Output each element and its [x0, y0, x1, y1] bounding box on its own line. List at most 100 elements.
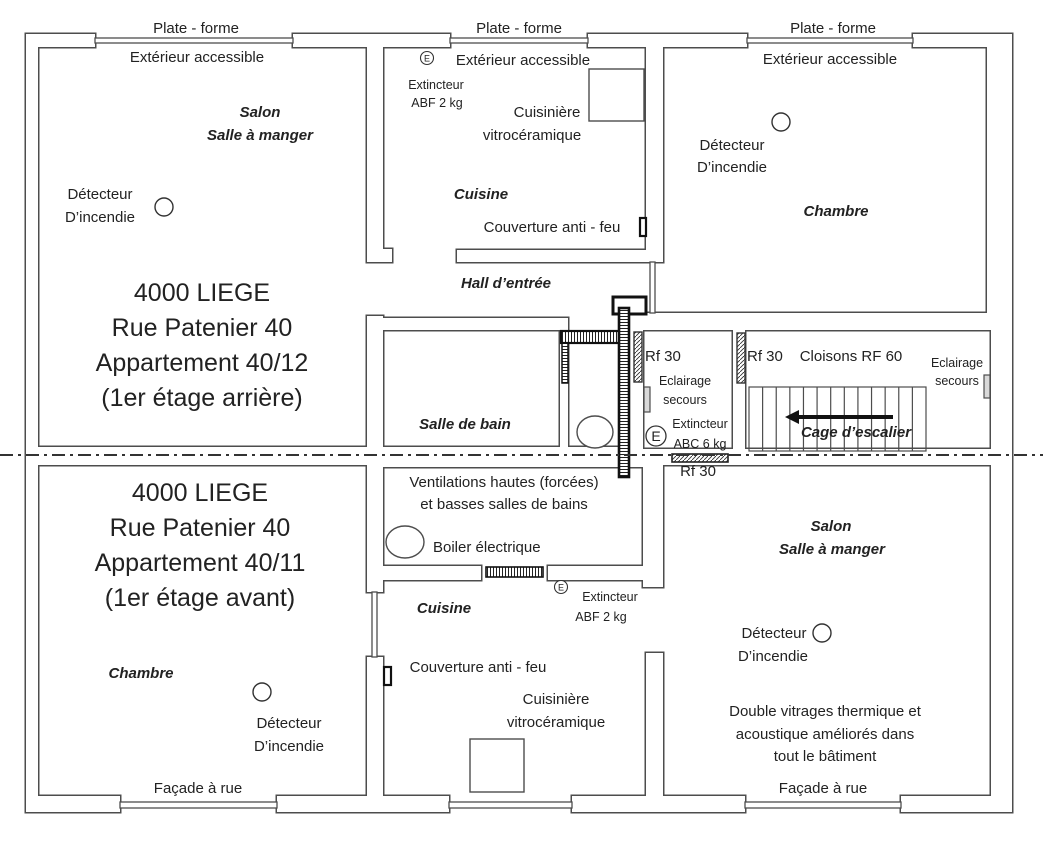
extinguisher-label: Extincteur: [408, 78, 464, 92]
partitions-label: Cloisons RF 60: [800, 348, 903, 365]
extinguisher-type: ABC 6 kg: [674, 437, 727, 451]
detector-label: Détecteur: [256, 715, 321, 732]
fire-door-rf30-front: [671, 453, 729, 463]
extinguisher-symbol: E: [558, 583, 564, 593]
extinguisher-symbol: E: [651, 428, 660, 444]
exterior-label: Extérieur accessible: [763, 51, 897, 68]
boiler-label: Boiler électrique: [433, 539, 541, 556]
fire-door-rf30-hall: [633, 331, 643, 383]
platform-label: Plate - forme: [790, 20, 876, 37]
extinguisher-common-icon: E: [645, 425, 667, 447]
wall-segment: [26, 447, 383, 465]
room-name-kitchen: Cuisine: [454, 186, 508, 203]
interior-window-front: [371, 591, 378, 658]
cooker-label: vitrocéramique: [483, 127, 581, 144]
detector-label: Détecteur: [67, 186, 132, 203]
address-unit: Appartement 40/12: [96, 349, 309, 377]
extinguisher-circle: [553, 579, 569, 595]
fire-door-label: Rf 30: [747, 348, 783, 365]
cooker-label: Cuisinière: [514, 104, 581, 121]
wall-segment: [588, 34, 747, 47]
platform-label: Plate - forme: [153, 20, 239, 37]
ventilation-duct-small: [561, 342, 569, 384]
extinguisher-circle: [645, 425, 667, 447]
fire-blanket-front-icon: [382, 665, 393, 687]
window-rear-living: [94, 37, 294, 44]
street-facade-label: Façade à rue: [154, 780, 242, 797]
wall-segment: [26, 34, 95, 47]
wall-segment: [560, 330, 568, 447]
extinguisher-symbol: E: [424, 54, 430, 64]
detector-label: D’incendie: [65, 209, 135, 226]
detector-label: Détecteur: [741, 625, 806, 642]
ventilation-label: Ventilations hautes (forcées): [409, 474, 598, 491]
room-name-kitchen: Cuisine: [417, 600, 471, 617]
ventilation-duct-horizontal: [559, 329, 621, 345]
cooker-rear: [588, 68, 645, 122]
emergency-light-label: Eclairage: [931, 356, 983, 370]
window-front-kitchen: [448, 801, 573, 809]
wall-segment: [367, 34, 383, 262]
wall-segment: [991, 314, 1012, 812]
fire-blanket-label: Couverture anti - feu: [484, 219, 621, 236]
address-floor: (1er étage arrière): [101, 384, 302, 412]
wall-segment: [646, 653, 663, 796]
extinguisher-front-kitchen-icon: E: [553, 579, 569, 595]
staircase: [748, 386, 927, 452]
window-rear-kitchen: [449, 37, 589, 44]
address-street: Rue Patenier 40: [110, 514, 291, 542]
technical-elements: [485, 295, 746, 578]
wall-segment: [643, 449, 991, 465]
staircase-outline: [748, 386, 927, 452]
extinguisher-circle: [419, 50, 435, 66]
room-name-hall: Hall d’entrée: [461, 275, 551, 292]
wall-segment: [367, 318, 568, 330]
platform-label: Plate - forme: [476, 20, 562, 37]
fire-door-rf30-stairs: [736, 332, 746, 384]
emergency-light-icon: [983, 374, 991, 399]
emergency-light-label: secours: [663, 393, 707, 407]
wall-segment: [457, 250, 663, 262]
ventilation-grille: [485, 566, 544, 578]
extinguisher-type: ABF 2 kg: [575, 610, 626, 624]
smoke-detector-icon: [252, 682, 272, 702]
cooker-label: Cuisinière: [523, 691, 590, 708]
wall-segment: [572, 796, 745, 812]
room-name-bedroom: Chambre: [803, 203, 868, 220]
glazing-note: tout le bâtiment: [774, 748, 877, 765]
ventilation-riser: [617, 306, 631, 479]
toilet-icon: [576, 415, 614, 449]
windows: [94, 37, 914, 809]
address-floor: (1er étage avant): [105, 584, 295, 612]
fire-door-label: Rf 30: [680, 463, 716, 480]
interior-window-hall: [649, 261, 656, 314]
detector-label: D’incendie: [254, 738, 324, 755]
staircase-label: Cage d’escalier: [801, 424, 912, 441]
wall-segment: [643, 452, 663, 587]
room-name-salon: Salon: [240, 104, 281, 121]
stair-arrow-head-icon: [785, 410, 799, 424]
ventilation-label: et basses salles de bains: [420, 496, 588, 513]
room-name-bedroom: Chambre: [108, 665, 173, 682]
fire-blanket-rear-icon: [638, 216, 648, 238]
extinguisher-label: Extincteur: [582, 590, 638, 604]
address-city: 4000 LIEGE: [134, 279, 270, 307]
cooker-front: [469, 738, 525, 793]
cooker-label: vitrocéramique: [507, 714, 605, 731]
room-name-dining: Salle à manger: [207, 127, 314, 144]
window-rear-bedroom: [746, 37, 914, 44]
wall-segment: [26, 796, 120, 812]
exterior-label: Extérieur accessible: [130, 49, 264, 66]
smoke-detector-icon: [812, 623, 832, 643]
emergency-light-label: secours: [935, 374, 979, 388]
wall-segment: [548, 566, 646, 580]
window-front-living: [744, 801, 902, 809]
glazing-note: acoustique améliorés dans: [736, 726, 914, 743]
wall-segment: [901, 796, 1012, 812]
extinguisher-label: Extincteur: [672, 417, 728, 431]
wall-segment: [367, 657, 383, 796]
address-rear: 4000 LIEGE Rue Patenier 40 Appartement 4…: [96, 279, 309, 412]
smoke-detector-icon: [154, 197, 174, 217]
